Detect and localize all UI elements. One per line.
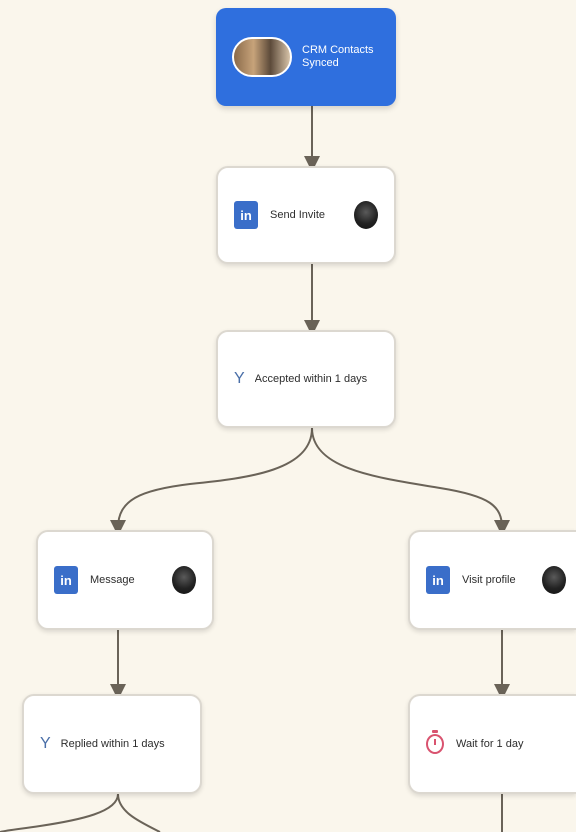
avatar bbox=[172, 566, 196, 594]
accepted-condition-label: Accepted within 1 days bbox=[254, 373, 368, 385]
connector-replied-branch-right bbox=[117, 793, 161, 832]
replied-condition-node[interactable]: Y Replied within 1 days bbox=[22, 694, 202, 794]
send-invite-node[interactable]: in Send Invite bbox=[216, 166, 396, 264]
people-avatars-icon bbox=[232, 37, 292, 77]
avatar bbox=[542, 566, 566, 594]
visit-profile-node[interactable]: in Visit profile bbox=[408, 530, 576, 630]
avatar bbox=[354, 201, 378, 229]
message-label: Message bbox=[90, 574, 135, 586]
wait-node[interactable]: Wait for 1 day bbox=[408, 694, 576, 794]
trigger-node[interactable]: CRM Contacts Synced bbox=[216, 8, 396, 106]
connector-replied-branch-left bbox=[0, 793, 119, 832]
message-node[interactable]: in Message bbox=[36, 530, 214, 630]
timer-icon bbox=[426, 730, 444, 754]
connector-accepted-to-message bbox=[110, 427, 313, 536]
linkedin-icon: in bbox=[234, 201, 258, 229]
accepted-condition-node[interactable]: Y Accepted within 1 days bbox=[216, 330, 396, 428]
wait-label: Wait for 1 day bbox=[456, 738, 524, 750]
replied-condition-label: Replied within 1 days bbox=[60, 738, 165, 750]
branch-icon: Y bbox=[40, 735, 51, 752]
linkedin-icon: in bbox=[426, 566, 450, 594]
connector-accepted-to-visit-profile bbox=[311, 427, 510, 536]
trigger-label: CRM Contacts Synced bbox=[302, 44, 374, 69]
linkedin-icon: in bbox=[54, 566, 78, 594]
visit-profile-label: Visit profile bbox=[462, 574, 516, 586]
branch-icon: Y bbox=[234, 370, 245, 387]
send-invite-label: Send Invite bbox=[270, 209, 326, 221]
